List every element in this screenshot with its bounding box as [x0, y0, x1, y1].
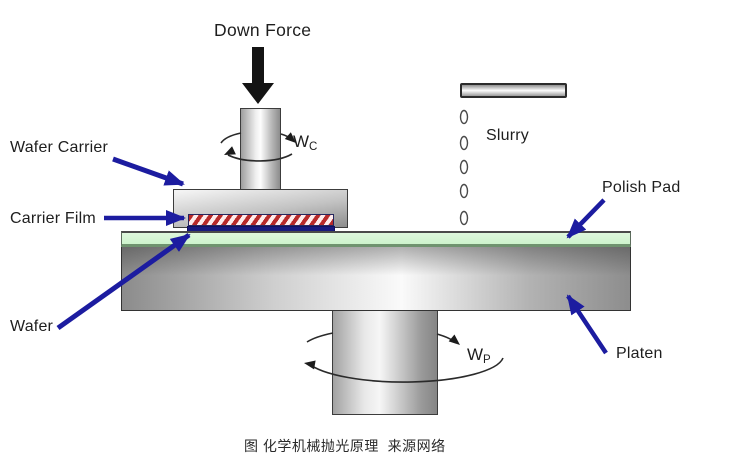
platen-spindle-shaft	[332, 311, 438, 415]
wafer-carrier-label: Wafer Carrier	[10, 139, 109, 156]
wafer-label: Wafer	[10, 318, 54, 335]
slurry-droplet	[459, 159, 469, 175]
carrier-rotation-label: WC	[293, 132, 317, 153]
polish-pad-layer	[121, 231, 631, 247]
carrier-film-layer	[188, 214, 334, 226]
slurry-dispenser-tube	[460, 83, 567, 98]
down-force-label: Down Force	[214, 20, 312, 40]
platen-rotation-label: WP	[467, 345, 491, 366]
slurry-droplet	[459, 109, 469, 125]
platen-rotation-symbol: W	[467, 345, 484, 364]
slurry-droplet	[459, 210, 469, 226]
polish-pad-label: Polish Pad	[602, 179, 681, 196]
slurry-droplets-icon	[459, 109, 469, 226]
platen-label: Platen	[616, 345, 663, 362]
carrier-rotation-subscript: C	[309, 141, 318, 153]
wafer-carrier-arrow-icon	[112, 156, 185, 187]
figure-caption: 图 化学机械抛光原理 来源网络	[244, 438, 446, 454]
platen-block	[121, 247, 631, 311]
slurry-label: Slurry	[486, 127, 529, 144]
carrier-film-label: Carrier Film	[10, 210, 96, 227]
carrier-spindle-shaft	[240, 108, 281, 190]
carrier-rotation-symbol: W	[293, 132, 310, 151]
down-force-arrow-icon	[242, 47, 274, 104]
platen-rotation-subscript: P	[483, 354, 491, 366]
slurry-droplet	[459, 135, 469, 151]
slurry-droplet	[459, 183, 469, 199]
